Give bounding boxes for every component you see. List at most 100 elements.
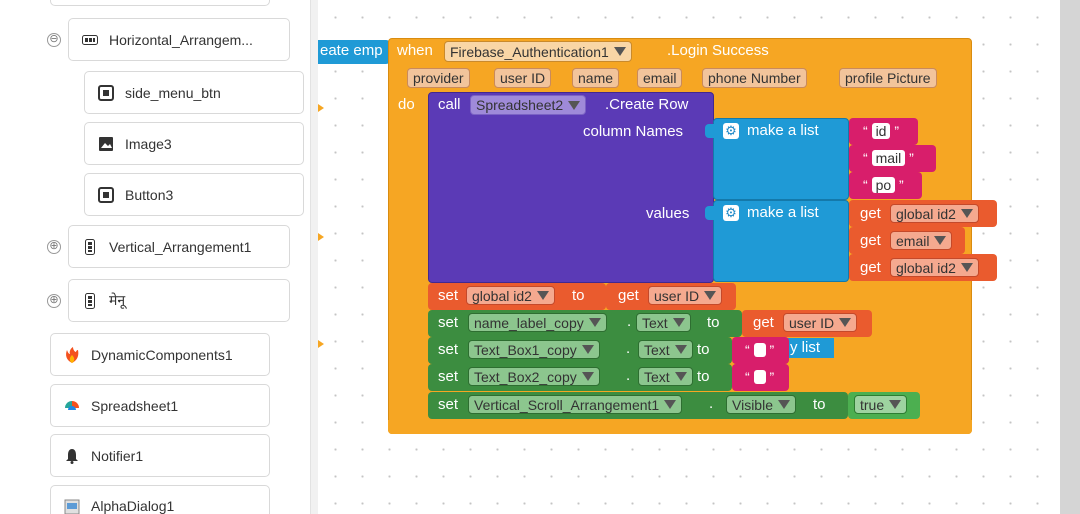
expand-toggle-icon[interactable]: ⊕	[47, 240, 61, 254]
get-keyword: get	[860, 205, 881, 222]
set-keyword: set	[438, 368, 459, 385]
to-keyword: to	[697, 341, 710, 358]
get-var-dropdown[interactable]: global id2	[890, 258, 979, 277]
tree-item-button3[interactable]: Button3	[84, 173, 304, 216]
tree-item-label: Vertical_Arrangement1	[109, 238, 252, 255]
call-block-create-row[interactable]	[428, 92, 714, 283]
param-user-id[interactable]: user ID	[494, 68, 552, 88]
connector-notch	[318, 340, 324, 348]
chevron-down-icon	[588, 318, 601, 327]
text-value-id[interactable]: “ id ”	[863, 123, 900, 139]
text-value-empty[interactable]: “ ”	[745, 369, 775, 385]
component-dropdown[interactable]: name_label_copy	[468, 313, 607, 332]
column-names-label: column Names	[583, 123, 684, 140]
tree-item-image3[interactable]: Image3	[84, 122, 304, 165]
event-component-dropdown[interactable]: Firebase_Authentication1	[444, 41, 632, 62]
tree-item-label: Image3	[125, 135, 172, 152]
chevron-down-icon	[672, 318, 685, 327]
bool-dropdown[interactable]: true	[854, 395, 908, 414]
tree-item-top-partial[interactable]	[50, 0, 270, 6]
tree-item-spreadsheet1[interactable]: Spreadsheet1	[50, 384, 270, 427]
param-phone-number[interactable]: phone Number	[702, 68, 807, 88]
chevron-down-icon	[674, 345, 687, 354]
blocks-workspace[interactable]: eate emp when Firebase_Authentication1 .…	[318, 0, 1060, 514]
dot-separator: .	[626, 367, 631, 384]
text-value-mail[interactable]: “ mail ”	[863, 150, 914, 166]
tree-item-label: Button3	[125, 186, 174, 203]
call-component-dropdown[interactable]: Spreadsheet2	[470, 95, 587, 115]
component-tree: ⊖ Horizontal_Arrangem... side_menu_btn I…	[0, 0, 310, 514]
set-keyword: set	[438, 341, 459, 358]
vertical-arrangement-icon	[81, 292, 99, 310]
component-dropdown[interactable]: Text_Box2_copy	[468, 367, 600, 386]
bell-icon	[63, 447, 81, 465]
to-keyword: to	[572, 287, 585, 304]
do-keyword: do	[398, 96, 415, 113]
hidden-list-block[interactable]	[786, 338, 834, 358]
tree-item-dynamic-components1[interactable]: DynamicComponents1	[50, 333, 270, 376]
tree-item-side-menu-btn[interactable]: side_menu_btn	[84, 71, 304, 114]
get-keyword: get	[618, 287, 639, 304]
chevron-down-icon	[778, 400, 790, 409]
tree-item-vertical-arrangement1[interactable]: Vertical_Arrangement1	[68, 225, 290, 268]
tree-item-label: मेनू	[109, 292, 126, 308]
partial-procedure-block[interactable]: eate emp	[318, 40, 390, 64]
property-dropdown[interactable]: Text	[638, 340, 693, 359]
param-email[interactable]: email	[637, 68, 683, 88]
chevron-down-icon	[674, 372, 687, 381]
to-keyword: to	[813, 396, 826, 413]
gear-icon[interactable]: ⚙	[723, 122, 739, 139]
tree-item-label: Spreadsheet1	[91, 397, 179, 414]
get-keyword: get	[753, 314, 774, 331]
tree-item-label: side_menu_btn	[125, 84, 221, 101]
get-keyword: get	[860, 232, 881, 249]
chevron-down-icon	[839, 318, 852, 327]
property-dropdown[interactable]: Text	[636, 313, 691, 332]
horizontal-arrangement-icon	[81, 31, 99, 49]
component-dropdown[interactable]: Vertical_Scroll_Arrangement1	[468, 395, 683, 414]
param-name[interactable]: name	[572, 68, 620, 88]
param-provider[interactable]: provider	[407, 68, 470, 88]
get-var-dropdown[interactable]: global id2	[890, 204, 979, 223]
dot-separator: .	[627, 313, 632, 330]
dynamic-components-icon	[63, 346, 81, 364]
dot-separator: .	[626, 340, 631, 357]
expand-toggle-icon[interactable]: ⊕	[47, 294, 61, 308]
workspace-scrollbar[interactable]	[1060, 0, 1080, 514]
text-value-empty[interactable]: “ ”	[745, 342, 775, 358]
chevron-down-icon	[960, 209, 973, 218]
tree-item-menu[interactable]: मेनू	[68, 279, 290, 322]
tree-item-label: Horizontal_Arrangem...	[109, 31, 253, 48]
property-dropdown[interactable]: Visible	[726, 395, 796, 414]
get-var-dropdown[interactable]: user ID	[783, 313, 858, 332]
make-list-columns-row: ⚙make a list	[723, 122, 819, 139]
param-profile-picture[interactable]: profile Picture	[839, 68, 937, 88]
tree-item-label: DynamicComponents1	[91, 346, 233, 363]
gear-icon[interactable]: ⚙	[723, 204, 739, 221]
chevron-down-icon	[664, 400, 677, 409]
tree-item-alphadialog1[interactable]: AlphaDialog1	[50, 485, 270, 514]
vertical-arrangement-icon	[81, 238, 99, 256]
dialog-icon	[63, 498, 81, 514]
property-dropdown[interactable]: Text	[638, 367, 693, 386]
text-value-po[interactable]: “ po ”	[863, 177, 904, 193]
get-var-dropdown[interactable]: email	[890, 231, 953, 250]
image-icon	[97, 135, 115, 153]
list-socket-left	[705, 124, 715, 138]
chevron-down-icon	[536, 291, 549, 300]
set-var-dropdown[interactable]: global id2	[466, 286, 555, 305]
tree-item-notifier1[interactable]: Notifier1	[50, 434, 270, 477]
connector-notch	[318, 104, 324, 112]
list-socket-left	[705, 206, 715, 220]
make-list-values-row: ⚙make a list	[723, 204, 819, 221]
collapse-toggle-icon[interactable]: ⊖	[47, 33, 61, 47]
to-keyword: to	[707, 314, 720, 331]
event-name: .Login Success	[667, 42, 769, 59]
chevron-down-icon	[960, 263, 973, 272]
chevron-down-icon	[568, 100, 581, 110]
dot-separator: .	[709, 395, 714, 412]
partial-block-text: eate emp	[320, 42, 383, 59]
tree-item-horizontal-arrangement[interactable]: Horizontal_Arrangem...	[68, 18, 290, 61]
get-var-dropdown[interactable]: user ID	[648, 286, 723, 305]
component-dropdown[interactable]: Text_Box1_copy	[468, 340, 600, 359]
